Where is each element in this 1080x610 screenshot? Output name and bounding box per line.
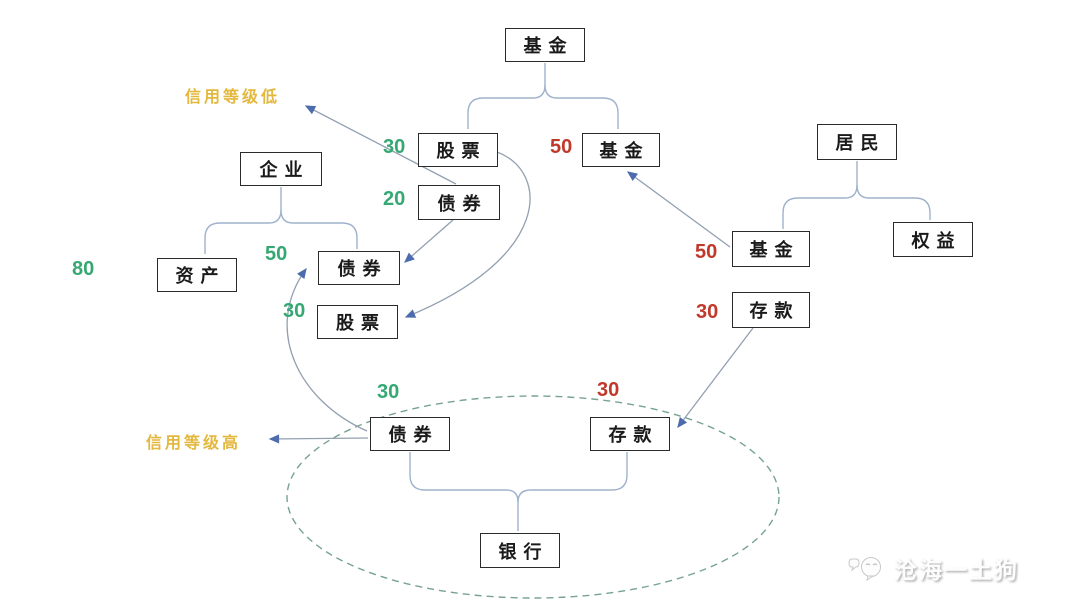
node-label: 居民 <box>835 133 886 153</box>
arrow-fund-resident-to-fund-upper <box>626 171 731 248</box>
value-bond-upper: 20 <box>383 188 406 210</box>
node-bond-mid: 债券 <box>318 251 400 285</box>
arrow-stock-upper-to-stock-mid <box>404 151 531 318</box>
brace-fund-top-left <box>467 63 546 129</box>
node-label: 债券 <box>337 259 388 279</box>
node-fund-resident: 基金 <box>732 231 810 267</box>
arrow-bond-upper-to-credit-low <box>304 105 457 185</box>
node-label: 基金 <box>749 240 800 260</box>
node-label: 企业 <box>259 160 310 180</box>
node-stock-mid: 股票 <box>317 305 398 339</box>
value-enterprise-total: 80 <box>72 258 95 280</box>
brace-resident-right <box>856 184 931 220</box>
label-credit-rating-high: 信用等级高 <box>146 435 242 452</box>
node-equity: 权益 <box>893 222 973 257</box>
node-deposit-bank: 存款 <box>590 417 670 451</box>
node-label: 股票 <box>436 141 487 161</box>
node-label: 债券 <box>388 425 439 445</box>
node-asset: 资产 <box>157 258 237 292</box>
watermark: 沧海一土狗 <box>848 551 1019 585</box>
arrow-bond-bank-to-bond-mid <box>286 267 368 432</box>
node-label: 基金 <box>523 36 574 56</box>
node-label: 存款 <box>749 301 800 321</box>
arrow-bond-upper-to-bond-mid <box>404 219 454 263</box>
value-fund-upper: 50 <box>550 136 573 158</box>
node-deposit-resident: 存款 <box>732 292 810 328</box>
node-label: 债券 <box>437 193 488 214</box>
bank-group-ellipse <box>286 395 780 599</box>
node-label: 银行 <box>498 541 549 562</box>
value-bond-bank: 30 <box>377 381 400 403</box>
value-bond-mid: 50 <box>265 243 288 265</box>
node-bond-upper: 债券 <box>418 185 500 220</box>
node-enterprise: 企业 <box>240 152 322 186</box>
arrow-bond-bank-to-credit-high <box>268 434 369 444</box>
node-resident: 居民 <box>817 124 897 160</box>
brace-bank-right <box>517 452 628 503</box>
node-label: 基金 <box>599 141 650 161</box>
brace-fund-top-right <box>544 84 619 129</box>
node-label: 权益 <box>911 230 962 251</box>
brace-enterprise-left <box>204 187 282 254</box>
node-fund-top: 基金 <box>505 28 585 62</box>
value-deposit-bank: 30 <box>597 379 620 401</box>
value-stock-mid: 30 <box>283 300 306 322</box>
value-stock-upper: 30 <box>383 136 406 158</box>
node-stock-upper: 股票 <box>418 133 498 167</box>
node-label: 存款 <box>608 425 659 445</box>
node-bond-bank: 债券 <box>370 417 450 451</box>
brace-resident-left <box>782 161 858 229</box>
node-label: 股票 <box>336 313 386 333</box>
watermark-text: 沧海一土狗 <box>894 558 1019 583</box>
node-label: 资产 <box>175 266 226 286</box>
brace-bank-left <box>409 452 519 531</box>
value-fund-resident: 50 <box>695 241 718 263</box>
node-bank: 银行 <box>480 533 560 568</box>
value-deposit-resident: 30 <box>696 301 719 323</box>
chat-face-icon <box>848 557 881 582</box>
node-fund-upper-right: 基金 <box>582 133 660 167</box>
label-credit-rating-low: 信用等级低 <box>185 89 281 106</box>
arrow-deposit-resident-to-deposit-bank <box>677 327 754 429</box>
brace-enterprise-right <box>280 209 358 249</box>
